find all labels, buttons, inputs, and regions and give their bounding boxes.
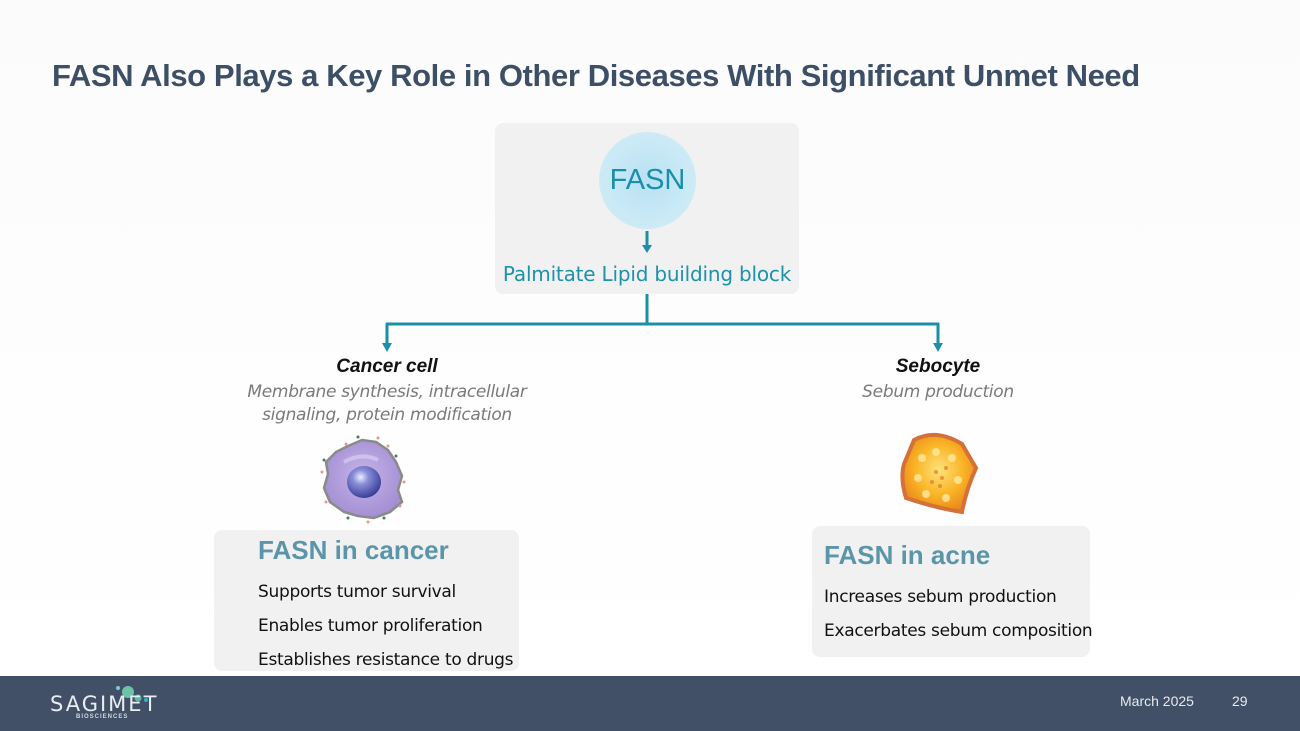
- cancer-cell-subtitle-line: signaling, protein modification: [262, 405, 512, 425]
- sebocyte-subtitle: Sebum production: [768, 381, 1108, 404]
- sagimet-logo: SAGIMET BIOSCIENCES: [50, 684, 160, 724]
- footer-bar: [0, 676, 1300, 731]
- slide-background: [0, 0, 1300, 676]
- acne-item: Exacerbates sebum composition: [824, 621, 1093, 641]
- fasn-in-cancer-box: [214, 530, 519, 671]
- logo-dots-icon: [116, 686, 148, 702]
- fasn-in-acne-box: [812, 526, 1090, 657]
- slide-title: FASN Also Plays a Key Role in Other Dise…: [52, 58, 1140, 93]
- logo-subtext: BIOSCIENCES: [76, 714, 129, 720]
- fasn-in-acne-heading: FASN in acne: [824, 540, 991, 570]
- fasn-label: FASN: [609, 164, 686, 196]
- acne-item: Increases sebum production: [824, 587, 1057, 607]
- fasn-in-cancer-heading: FASN in cancer: [258, 535, 449, 565]
- cancer-item: Supports tumor survival: [258, 582, 456, 602]
- footer-date: March 2025: [1120, 693, 1194, 709]
- logo-wordmark: SAGIMET: [50, 692, 159, 716]
- sebocyte-title: Sebocyte: [895, 356, 981, 377]
- sebocyte-subtitle-line: Sebum production: [862, 382, 1014, 402]
- cancer-item: Enables tumor proliferation: [258, 616, 483, 636]
- cancer-cell-subtitle: Membrane synthesis, intracellular signal…: [217, 381, 557, 427]
- palmitate-label: Palmitate Lipid building block: [502, 262, 792, 286]
- cancer-cell-title: Cancer cell: [336, 356, 438, 377]
- page-number: 29: [1232, 693, 1248, 709]
- sebocyte-illustration: [900, 432, 979, 515]
- fasn-circle: FASN: [599, 132, 696, 229]
- cancer-cell-illustration: [320, 435, 406, 524]
- cancer-cell-subtitle-line: Membrane synthesis, intracellular: [247, 382, 527, 402]
- cancer-item: Establishes resistance to drugs: [258, 650, 514, 670]
